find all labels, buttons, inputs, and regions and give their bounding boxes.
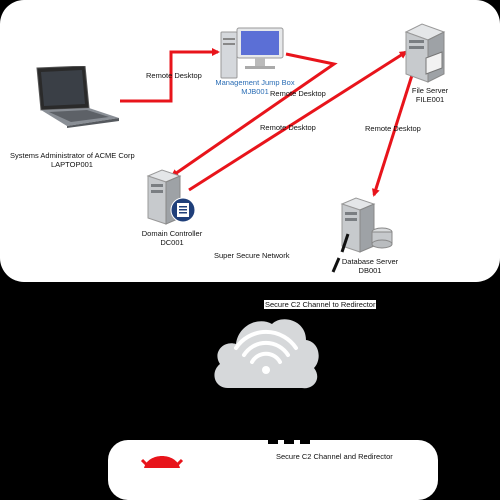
edge-label-fileserver-db: Remote Desktop [365,124,421,133]
laptop-icon [36,66,119,128]
laptop-name: Systems Administrator of ACME Corp [10,151,135,160]
dc-name: Domain Controller [141,229,203,238]
edge-label-jumpbox-dc: Remote Desktop [270,89,326,98]
ink-mark [331,257,341,273]
workstation-icon [220,27,284,79]
db-label: Database Server DB001 [330,257,410,275]
connector-mark-3 [300,440,310,444]
dc-label: Domain Controller DC001 [130,229,214,247]
laptop-host: LAPTOP001 [51,160,93,169]
connections-layer [120,48,415,197]
fileserver-name: File Server [411,86,449,95]
edge-dc-to-fileserver [188,50,408,192]
network-label: Super Secure Network [214,251,290,260]
c2-channel-label-bottom: Secure C2 Channel and Redirector [276,452,393,461]
cloud-icon [214,319,319,389]
jumpbox-host: MJB001 [241,87,269,96]
db-name: Database Server [341,257,399,266]
fileserver-host: FILE001 [415,95,445,104]
laptop-label: Systems Administrator of ACME Corp LAPTO… [10,151,135,169]
c2-channel-label-top: Secure C2 Channel to Redirector [264,300,377,309]
edge-fileserver-to-db [372,71,415,197]
redirector-icon [140,456,184,468]
connector-mark-1 [268,440,278,444]
edge-laptop-to-jumpbox [120,48,220,103]
domain-controller-icon [146,169,196,225]
jumpbox-name: Management Jump Box [215,78,295,87]
edge-label-dc-fileserver: Remote Desktop [260,123,316,132]
jumpbox-label: Management Jump Box MJB001 [205,78,305,96]
database-server-icon [340,197,393,253]
db-host: DB001 [358,266,382,275]
connector-mark-2 [284,440,294,444]
edge-jumpbox-to-dc [170,52,338,178]
edge-label-laptop-jumpbox: Remote Desktop [146,71,202,80]
fileserver-label: File Server FILE001 [395,86,465,104]
file-server-icon [404,23,446,83]
dc-host: DC001 [160,238,184,247]
